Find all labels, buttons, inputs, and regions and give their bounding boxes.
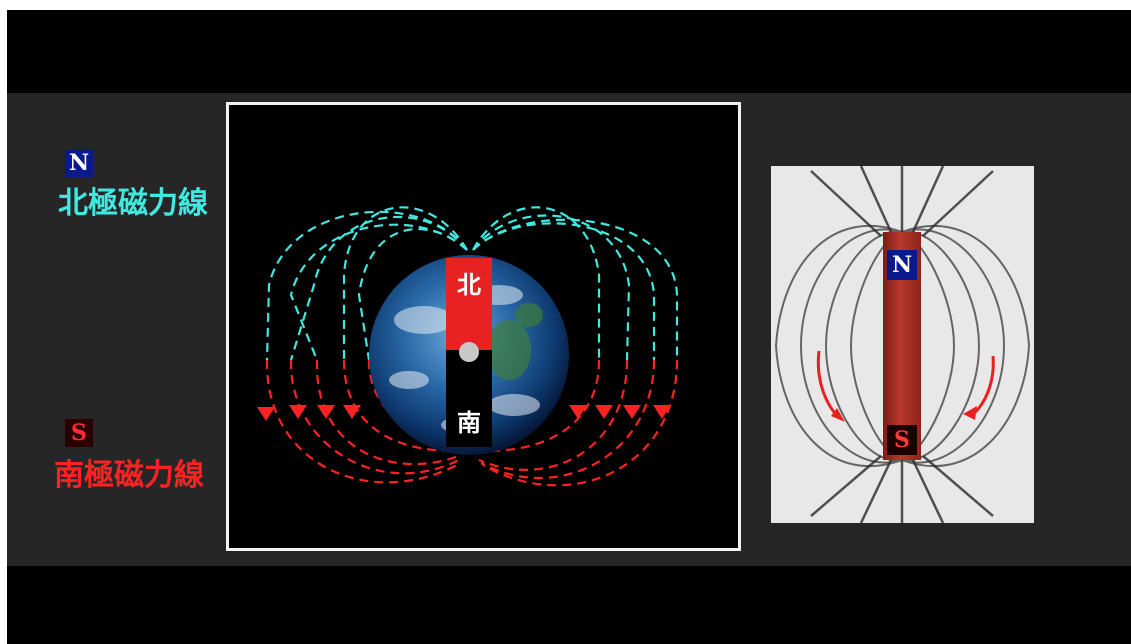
iron-filings-photo: N S	[771, 166, 1034, 523]
field-line	[289, 216, 468, 361]
arrowhead	[623, 405, 641, 419]
field-line	[478, 359, 629, 471]
north-pole-label: 北	[457, 271, 481, 299]
arrowhead	[653, 405, 671, 419]
field-line	[482, 359, 679, 487]
north-field-lines-label: 北極磁力線	[58, 186, 208, 221]
south-field-lines-label: 南極磁力線	[54, 458, 204, 493]
earth-field-diagram: 北 南	[226, 102, 741, 551]
field-line	[315, 359, 462, 466]
field-line	[265, 210, 468, 361]
field-line	[480, 359, 656, 479]
earth-center-dot	[459, 342, 479, 362]
field-line	[342, 206, 468, 360]
south-pole-label: 南	[457, 409, 481, 437]
earth-land	[487, 303, 543, 380]
south-pole-segment	[446, 350, 492, 447]
arrowhead	[343, 405, 361, 419]
arrowhead	[257, 407, 275, 421]
iron-filings-pattern	[774, 166, 1031, 523]
field-line	[289, 359, 460, 475]
magnet-north-badge: N	[887, 250, 917, 280]
left-flow-arrow	[816, 350, 841, 420]
north-pole-segment	[446, 258, 492, 350]
arrowhead	[569, 405, 587, 419]
right-flow-arrowhead	[963, 406, 977, 420]
arrowhead	[289, 405, 307, 419]
letterbox-top	[7, 10, 1131, 93]
field-line	[472, 218, 679, 360]
letterbox-bottom	[7, 566, 1131, 644]
field-line	[289, 223, 468, 361]
magnet-south-badge: S	[887, 425, 917, 455]
field-line	[265, 359, 458, 484]
left-flow-arrowhead	[831, 408, 845, 422]
field-line	[357, 228, 468, 361]
field-line	[472, 214, 631, 361]
south-legend-badge: S	[65, 419, 93, 447]
field-line	[472, 206, 601, 360]
arrowhead	[595, 405, 613, 419]
arrowhead	[317, 405, 335, 419]
north-legend-badge: N	[65, 149, 93, 177]
field-arrowheads	[257, 405, 671, 421]
